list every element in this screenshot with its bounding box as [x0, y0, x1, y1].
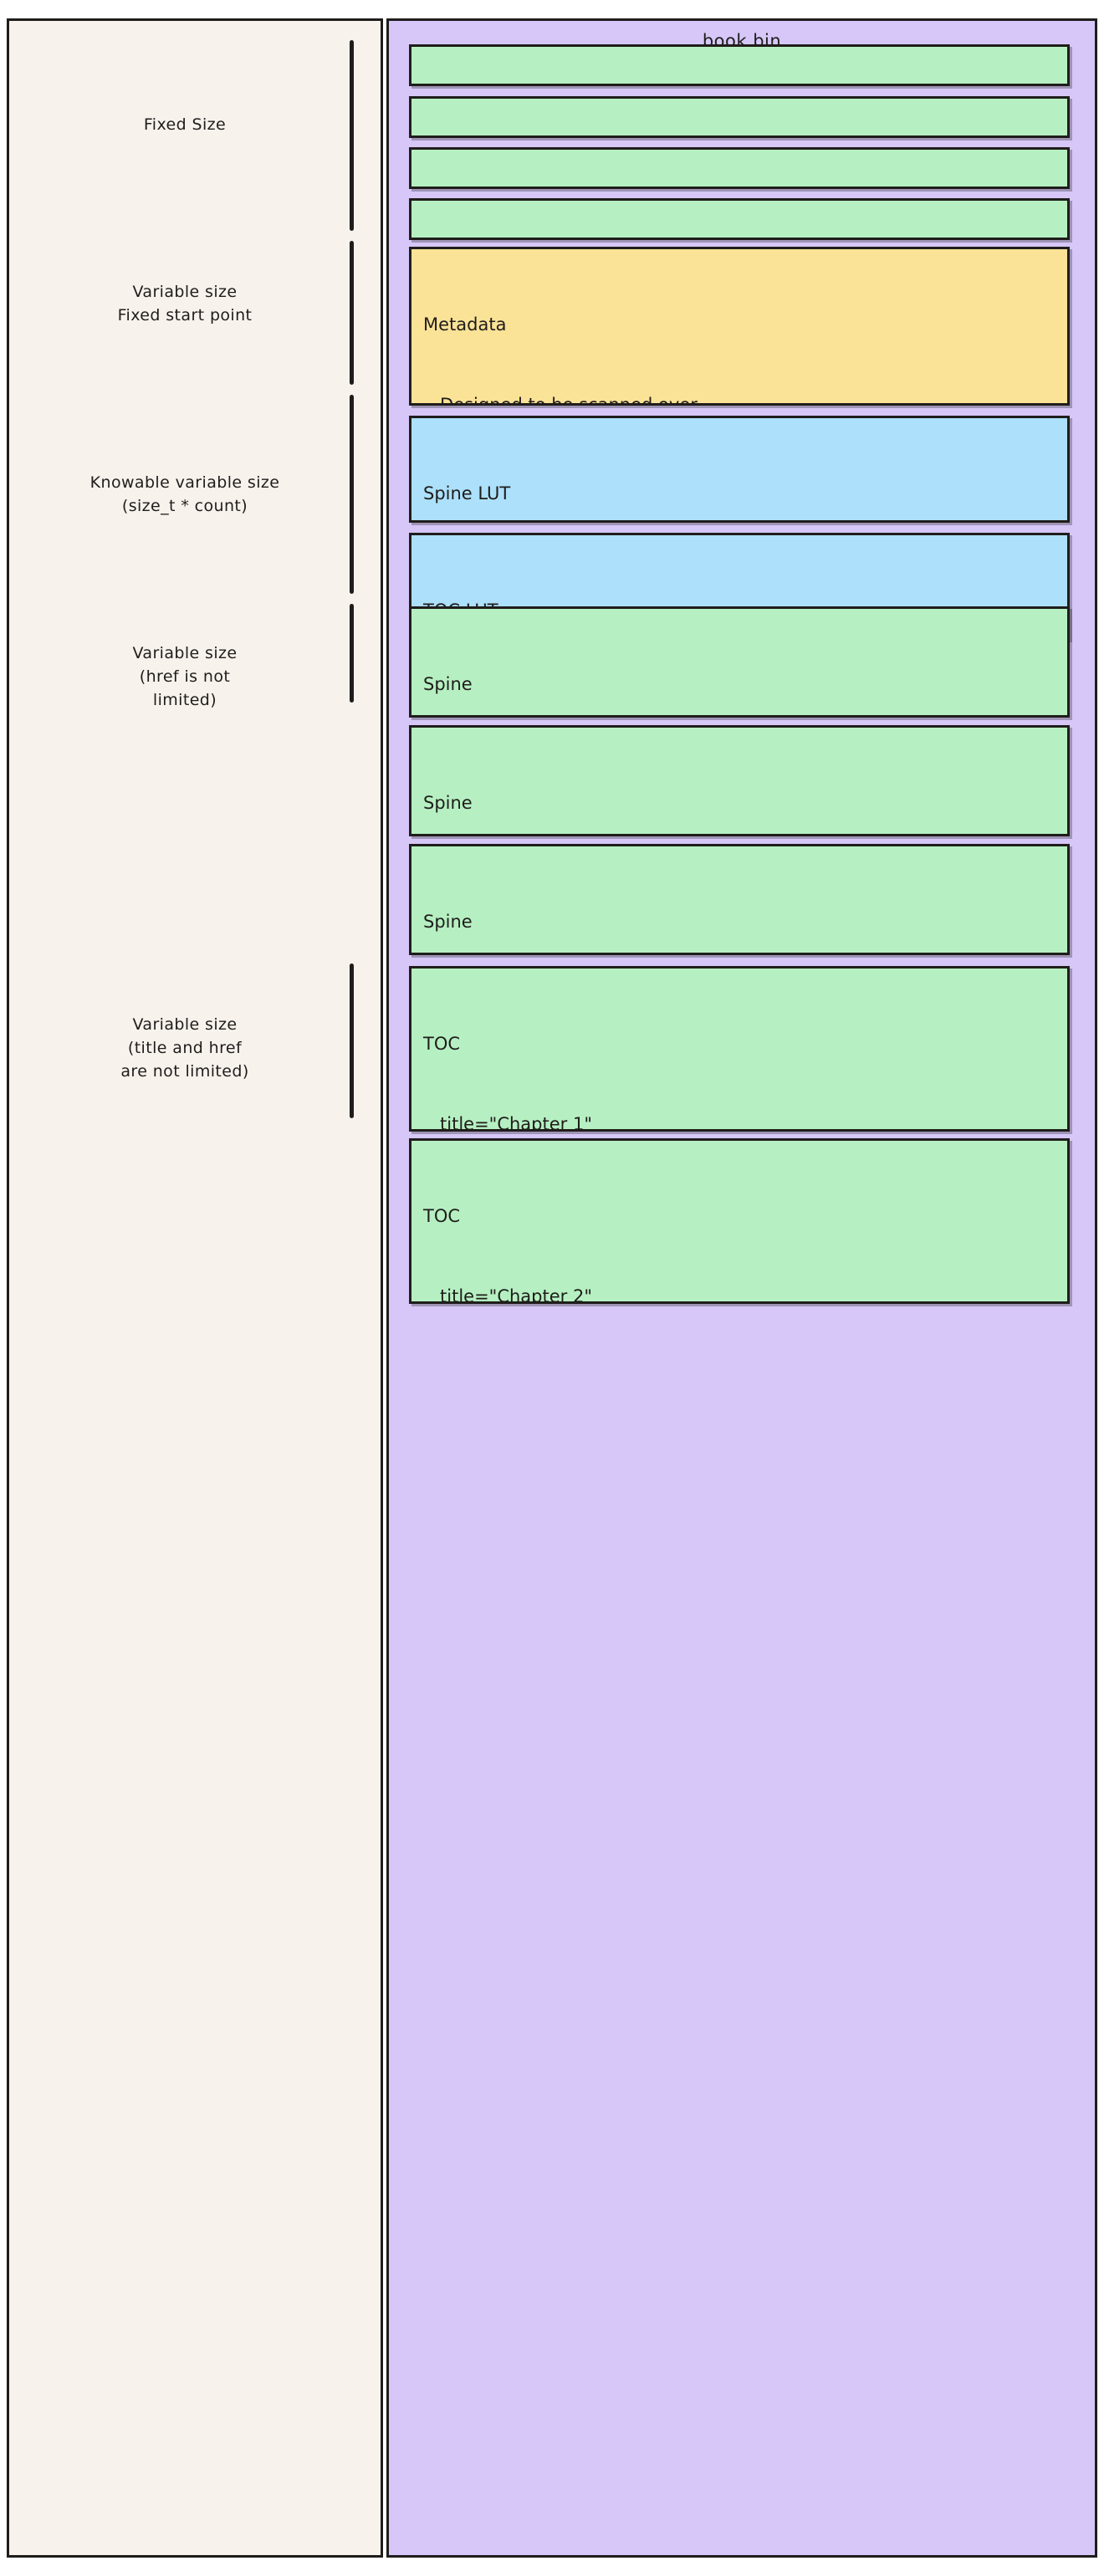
annotation-panel: Fixed Size Variable size Fixed start poi… [7, 18, 383, 2558]
group-label-variable-href: Variable size (href is not limited) [132, 644, 238, 709]
bracket-toc [350, 963, 354, 1118]
group-label-variable-fixed-start: Variable size Fixed start point [117, 283, 253, 325]
toc-record-2-body: title="Chapter 2" href="text/part2.html"… [440, 1286, 592, 1304]
toc-record-1-head: TOC [423, 1034, 461, 1054]
toc-count-record: TOC count [409, 198, 1070, 240]
file-panel: book.bin VERSION = 1 LUT Offset Spine co… [386, 18, 1097, 2558]
spine-count-record: Spine count [409, 147, 1070, 189]
bracket-luts [350, 395, 354, 594]
group-label-variable-title-href: Variable size (title and href are not li… [120, 1015, 249, 1081]
toc-record-1-body: title="Chapter 1" href="text/part1.html"… [440, 1114, 592, 1132]
metadata-record-head: Metadata [423, 314, 507, 335]
toc-record-2-head: TOC [423, 1206, 461, 1226]
bracket-fixed-size [350, 40, 354, 231]
metadata-record: Metadata Designed to be scanned over, or… [409, 247, 1070, 406]
version-record: VERSION = 1 [409, 44, 1070, 86]
metadata-record-body: Designed to be scanned over, ordered inf… [440, 395, 703, 406]
spine-lut-record: Spine LUT size_t item per spine item poi… [409, 416, 1070, 523]
spine-record-2-head: Spine [423, 793, 473, 813]
spine-record-3-head: Spine [423, 912, 473, 932]
group-label-knowable-variable: Knowable variable size (size_t * count) [89, 473, 280, 515]
toc-record-2: TOC title="Chapter 2" href="text/part2.h… [409, 1138, 1070, 1304]
spine-record-2: Spine href="text/part1_01.html" cumSize=… [409, 725, 1070, 836]
spine-lut-record-head: Spine LUT [423, 483, 511, 503]
spine-record-3: Spine href="text/part2.html" cumSize=123… [409, 844, 1070, 955]
toc-record-1: TOC title="Chapter 1" href="text/part1.h… [409, 966, 1070, 1132]
lut-offset-record: LUT Offset [409, 96, 1070, 138]
spine-record-1: Spine href="text/part1.html" cumSize=123… [409, 606, 1070, 718]
bracket-metadata [350, 241, 354, 385]
group-label-fixed-size: Fixed Size [143, 115, 227, 134]
spine-record-1-head: Spine [423, 674, 473, 694]
bracket-spine [350, 604, 354, 703]
